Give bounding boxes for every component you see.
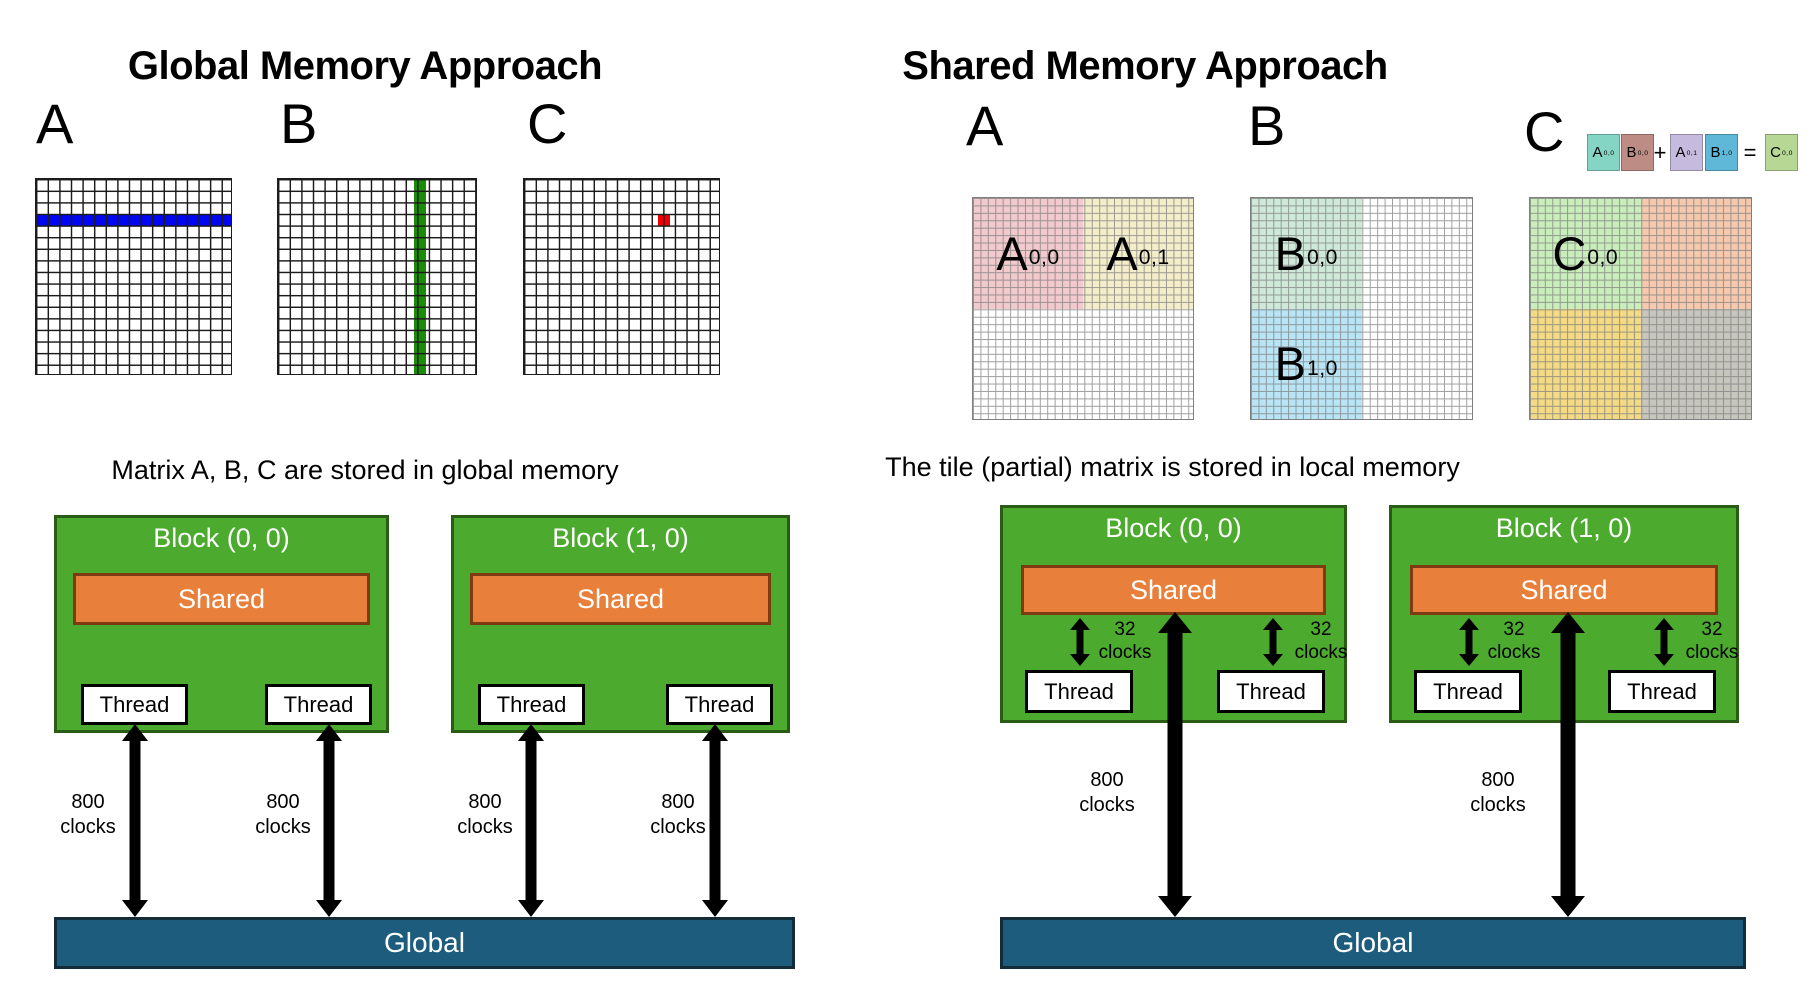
matrix-b-grid (277, 178, 477, 375)
thread-global-arrow (518, 724, 544, 917)
left-panel-title: Global Memory Approach (127, 44, 603, 88)
block-title: Block (0, 0) (153, 523, 290, 553)
plus-sign: + (1653, 140, 1667, 165)
shared-global-arrow (1158, 612, 1192, 917)
thread-box: Thread (478, 684, 585, 725)
global-memory-bar: Global (1000, 917, 1746, 969)
equals-sign: = (1743, 140, 1757, 165)
matrix-c-cell-highlight (658, 214, 670, 226)
thread-box: Thread (265, 684, 372, 725)
shared-memory-box: Shared (470, 573, 771, 625)
thread-shared-arrow (1263, 618, 1283, 666)
left-block-1: Block (1, 0) Shared Thread Thread (451, 515, 790, 733)
thread-box: Thread (1025, 670, 1133, 713)
block-title: Block (0, 0) (1105, 513, 1242, 543)
matrix-c-grid (523, 178, 720, 375)
shared-memory-box: Shared (73, 573, 370, 625)
grid-lines (36, 179, 231, 374)
global-memory-bar: Global (54, 917, 795, 969)
left-caption: Matrix A, B, C are stored in global memo… (111, 455, 619, 485)
thread-global-arrow (316, 724, 342, 917)
tile-c01 (1640, 198, 1751, 309)
block-title: Block (1, 0) (552, 523, 689, 553)
grid-lines (524, 179, 719, 374)
matrix-b-column-highlight (414, 179, 426, 374)
shared-global-arrow (1551, 612, 1585, 917)
block-title: Block (1, 0) (1495, 513, 1633, 543)
matrix-a-label: A (36, 92, 74, 155)
thread-box: Thread (1608, 670, 1716, 713)
tiled-matrix-b-label: B (1248, 94, 1286, 157)
thread-box: Thread (81, 684, 188, 725)
grid-lines (278, 179, 476, 374)
shared-memory-box: Shared (1021, 565, 1326, 615)
thread-global-arrow (702, 724, 728, 917)
thread-shared-arrow (1459, 618, 1479, 666)
thread-global-arrow (122, 724, 148, 917)
tiled-matrix-c-label: C (1524, 100, 1565, 163)
right-panel-title: Shared Memory Approach (902, 44, 1388, 88)
thread-box: Thread (1414, 670, 1522, 713)
matrix-a-row-highlight (36, 214, 231, 226)
tile-c11 (1640, 308, 1751, 419)
thread-shared-arrow (1654, 618, 1674, 666)
thread-box: Thread (1217, 670, 1325, 713)
shared-memory-box: Shared (1410, 565, 1718, 615)
right-caption: The tile (partial) matrix is stored in l… (885, 452, 1460, 482)
tiled-matrix-a-label: A (966, 94, 1004, 157)
matrix-b-label: B (280, 92, 318, 155)
matrix-a-grid (35, 178, 232, 375)
thread-box: Thread (666, 684, 773, 725)
matrix-c-label: C (527, 92, 568, 155)
left-block-0: Block (0, 0) Shared Thread Thread (54, 515, 389, 733)
thread-shared-arrow (1070, 618, 1090, 666)
tile-c10 (1530, 308, 1641, 419)
